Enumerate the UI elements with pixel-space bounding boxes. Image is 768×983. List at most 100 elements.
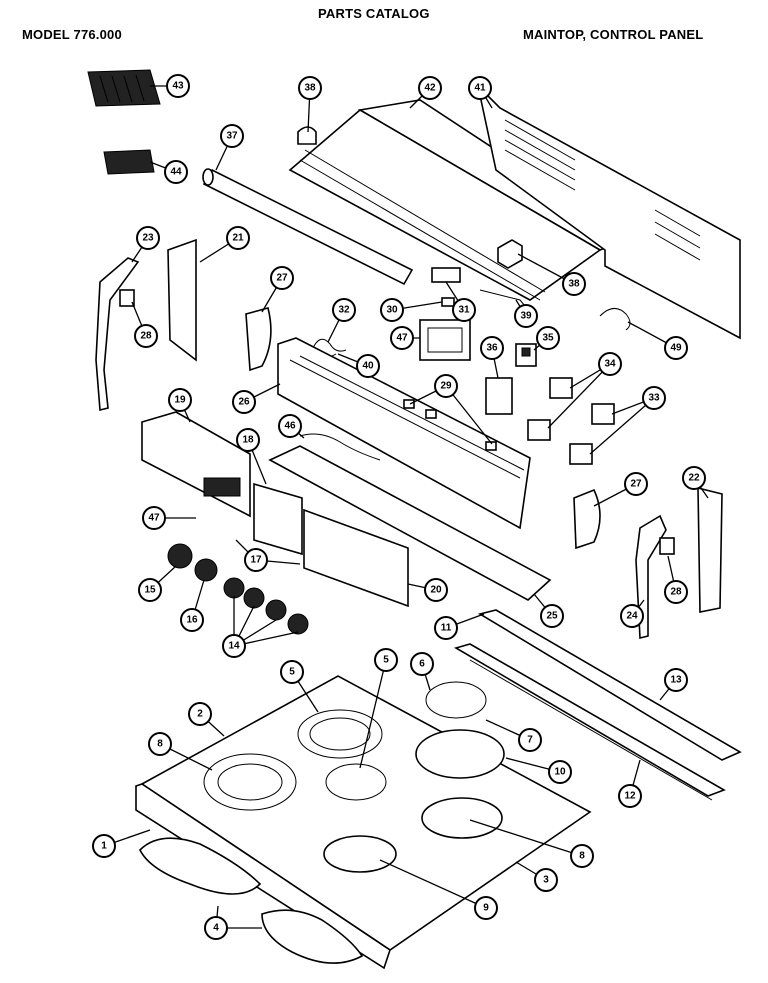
callout-bubble (332, 298, 356, 322)
callout-18: 18 (236, 428, 267, 485)
callout-24: 24 (620, 599, 645, 628)
callout-label: 4 (213, 923, 219, 934)
callout-bubble (226, 226, 250, 250)
callout-bubble (534, 868, 558, 892)
callout-label: 41 (474, 83, 486, 94)
callout-label: 39 (520, 311, 532, 322)
callout-14: 14 (222, 596, 299, 658)
callout-label: 26 (238, 397, 250, 408)
callout-bubble (642, 386, 666, 410)
callout-bubble (220, 124, 244, 148)
callout-43: 43 (150, 74, 190, 98)
callout-bubble (620, 604, 644, 628)
part-19-touch-panel (141, 411, 251, 518)
part-20-control-overlay (303, 508, 409, 608)
callout-38: 38 (517, 253, 586, 296)
leader-line (469, 819, 583, 857)
callout-29: 29 (409, 374, 493, 445)
part-11-front-trim (477, 609, 742, 761)
callout-label: 47 (148, 513, 160, 524)
callout-2: 2 (188, 702, 225, 737)
callout-bubble (410, 652, 434, 676)
callout-label: 10 (554, 767, 566, 778)
callout-label: 49 (670, 343, 682, 354)
callout-bubble (92, 834, 116, 858)
part-38-bracket (497, 239, 523, 269)
callout-label: 7 (527, 735, 533, 746)
part-24-right-side-trim (635, 514, 667, 640)
callout-label: 15 (144, 585, 156, 596)
part-36-infinite-switch (485, 377, 513, 415)
callout-bubble (188, 702, 212, 726)
callout-label: 47 (396, 333, 408, 344)
part-39-bracket (479, 289, 526, 307)
part-47-relay-board (419, 319, 471, 361)
part-46-wire (299, 433, 381, 461)
callout-label: 2 (197, 709, 203, 720)
leader-line (445, 385, 493, 445)
callout-35: 35 (533, 326, 560, 351)
callout-46: 46 (278, 414, 305, 439)
callout-bubble (434, 374, 458, 398)
callout-47: 47 (390, 326, 420, 350)
callout-label: 9 (483, 903, 489, 914)
part-22-right-end-cap (697, 486, 723, 613)
callout-label: 43 (172, 81, 184, 92)
part-35-switch (515, 343, 537, 367)
callout-28: 28 (131, 301, 158, 348)
callout-bubble (434, 616, 458, 640)
callout-8: 8 (469, 819, 594, 868)
callout-label: 16 (186, 615, 198, 626)
callout-bubble (548, 760, 572, 784)
part-21-left-end-cap (167, 238, 197, 362)
callout-bubble (204, 916, 228, 940)
callout-3: 3 (515, 861, 558, 892)
callout-47: 47 (142, 506, 196, 530)
callout-7: 7 (485, 719, 542, 752)
callout-42: 42 (409, 76, 442, 109)
callout-label: 29 (440, 381, 452, 392)
callout-label: 30 (386, 305, 398, 316)
callout-label: 28 (140, 331, 152, 342)
callout-36: 36 (480, 336, 504, 379)
callout-39: 39 (514, 299, 538, 328)
callout-label: 5 (289, 667, 295, 678)
leader-line (359, 659, 387, 769)
callout-5: 5 (280, 660, 319, 713)
callout-label: 33 (648, 393, 660, 404)
callout-label: 18 (242, 435, 254, 446)
part-27-bracket-right (573, 488, 601, 550)
part-4-drip-pans (139, 837, 364, 964)
callout-label: 38 (568, 279, 580, 290)
callout-11: 11 (434, 613, 485, 640)
callout-27: 27 (593, 472, 648, 507)
callout-label: 8 (579, 851, 585, 862)
callout-bubble (148, 732, 172, 756)
callout-bubble (236, 428, 260, 452)
part-25-trim-strip (268, 445, 552, 601)
callout-label: 44 (170, 167, 182, 178)
part-23-left-side-trim (95, 257, 140, 412)
callout-label: 6 (419, 659, 425, 670)
part-49-wire (599, 308, 631, 331)
callout-41: 41 (468, 76, 493, 109)
part-28-right-clip (659, 537, 675, 555)
burner-elements (203, 681, 505, 873)
callout-bubble (514, 304, 538, 328)
leader-line (547, 363, 611, 429)
callout-bubble (518, 728, 542, 752)
callout-label: 1 (101, 841, 107, 852)
callout-bubble (452, 298, 476, 322)
callout-label: 21 (232, 233, 244, 244)
callout-40: 40 (337, 353, 380, 378)
part-43-vent-grille (87, 69, 161, 107)
part-33-switches (569, 403, 615, 465)
callout-bubble (624, 472, 648, 496)
callout-34: 34 (547, 352, 622, 429)
callout-label: 38 (304, 83, 316, 94)
part-2-maintop (135, 675, 592, 970)
callout-bubble (374, 648, 398, 672)
callout-4: 4 (204, 905, 262, 940)
callout-25: 25 (533, 593, 564, 628)
callout-bubble (418, 76, 442, 100)
